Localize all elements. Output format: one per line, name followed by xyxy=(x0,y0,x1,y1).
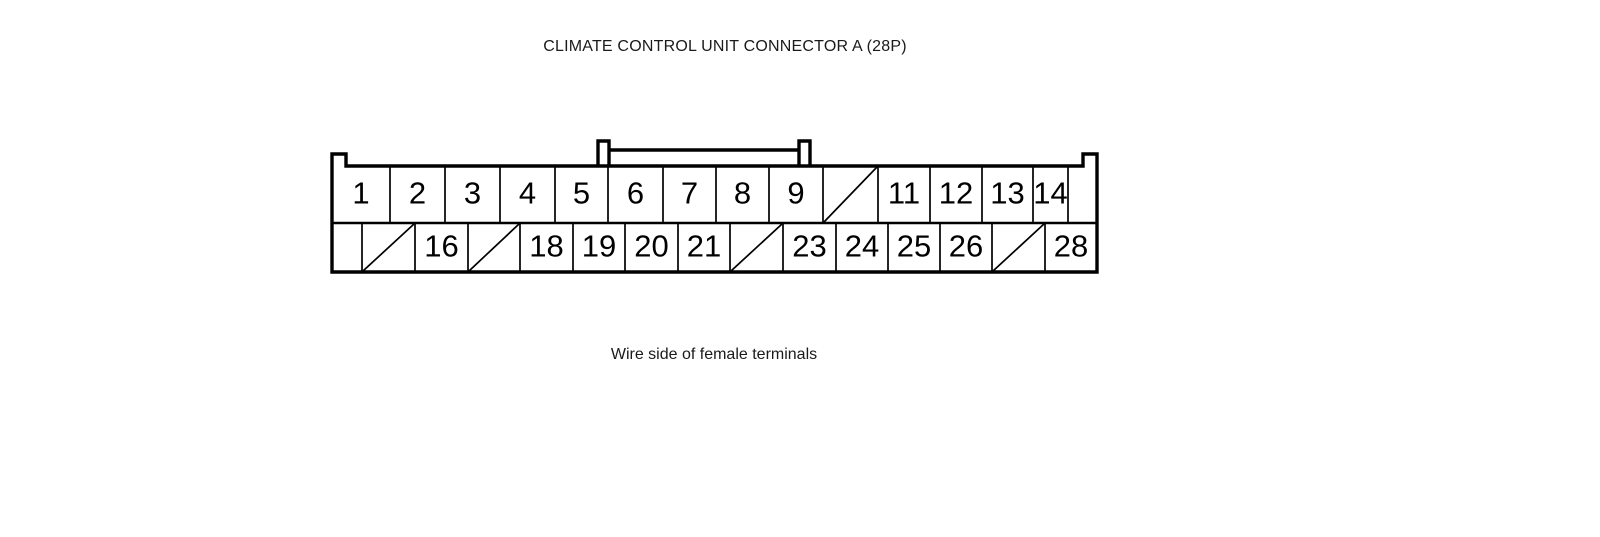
pin-number-top-8: 8 xyxy=(734,176,751,211)
pin-number-top-2: 2 xyxy=(409,176,426,211)
pin-number-top-13: 13 xyxy=(990,176,1024,211)
unused-pin-slash xyxy=(823,166,878,223)
pin-number-top-5: 5 xyxy=(573,176,590,211)
pin-number-top-1: 1 xyxy=(352,176,369,211)
pin-number-top-9: 9 xyxy=(787,176,804,211)
pin-number-top-14: 14 xyxy=(1033,176,1067,211)
pin-number-bottom-16: 16 xyxy=(424,229,458,264)
pin-number-top-12: 12 xyxy=(939,176,973,211)
pin-number-bottom-26: 26 xyxy=(949,229,983,264)
latch-outline xyxy=(596,139,812,166)
pin-number-bottom-19: 19 xyxy=(582,229,616,264)
unused-pin-slash xyxy=(730,223,783,272)
pin-number-bottom-25: 25 xyxy=(897,229,931,264)
page-title: CLIMATE CONTROL UNIT CONNECTOR A (28P) xyxy=(543,38,907,55)
pin-number-top-3: 3 xyxy=(464,176,481,211)
pin-number-top-7: 7 xyxy=(681,176,698,211)
pin-number-bottom-24: 24 xyxy=(845,229,879,264)
unused-pin-slash xyxy=(468,223,520,272)
pin-number-bottom-21: 21 xyxy=(687,229,721,264)
unused-pin-slash xyxy=(992,223,1045,272)
figure-caption: Wire side of female terminals xyxy=(610,346,818,363)
pin-row-bottom: 16 18 19 20 21 23 24 25 26 28 xyxy=(361,223,1088,272)
pin-number-bottom-20: 20 xyxy=(634,229,668,264)
pin-number-top-4: 4 xyxy=(519,176,536,211)
pin-number-top-11: 11 xyxy=(888,176,920,211)
unused-pin-slash xyxy=(362,223,415,272)
pin-number-top-6: 6 xyxy=(627,176,644,211)
pin-number-bottom-23: 23 xyxy=(792,229,826,264)
pin-number-bottom-18: 18 xyxy=(529,229,563,264)
connector-outline xyxy=(330,152,1099,274)
connector-latch-tab xyxy=(596,139,812,166)
connector-body-outline xyxy=(330,152,1099,274)
pin-number-bottom-28: 28 xyxy=(1054,229,1088,264)
